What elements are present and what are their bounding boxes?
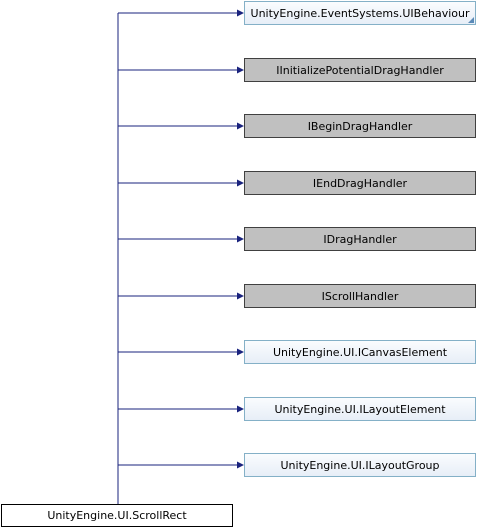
edge-arrowhead — [237, 179, 244, 187]
edge-arrowhead — [237, 9, 244, 17]
edge-arrowhead — [237, 66, 244, 74]
edge-arrowhead — [237, 405, 244, 413]
base-class-label: IBeginDragHandler — [307, 119, 413, 133]
base-class-node[interactable]: UnityEngine.UI.ILayoutGroup — [244, 453, 476, 477]
base-class-label: UnityEngine.EventSystems.UIBehaviour — [250, 6, 470, 20]
edge-arrowhead — [237, 461, 244, 469]
base-class-node[interactable]: UnityEngine.EventSystems.UIBehaviour — [244, 1, 476, 25]
base-class-label: IDragHandler — [323, 232, 397, 246]
base-class-label: UnityEngine.UI.ILayoutGroup — [280, 458, 440, 472]
base-class-node[interactable]: UnityEngine.UI.ICanvasElement — [244, 340, 476, 364]
base-class-node: IEndDragHandler — [244, 171, 476, 195]
edge-arrowhead — [237, 348, 244, 356]
base-class-label: IScrollHandler — [321, 289, 399, 303]
edge-arrowhead — [237, 235, 244, 243]
root-class-label: UnityEngine.UI.ScrollRect — [47, 509, 187, 522]
base-class-node: IBeginDragHandler — [244, 114, 476, 138]
base-class-node: IScrollHandler — [244, 284, 476, 308]
base-class-label: UnityEngine.UI.ILayoutElement — [274, 402, 446, 416]
base-class-label: IInitializePotentialDragHandler — [276, 63, 444, 77]
edge-arrowhead — [237, 122, 244, 130]
root-class-node[interactable]: UnityEngine.UI.ScrollRect — [1, 504, 233, 527]
base-class-node: IInitializePotentialDragHandler — [244, 58, 476, 82]
base-class-label: UnityEngine.UI.ICanvasElement — [272, 345, 448, 359]
expand-corner-icon[interactable] — [468, 17, 474, 23]
edge-arrowhead — [237, 292, 244, 300]
base-class-label: IEndDragHandler — [312, 176, 408, 190]
base-class-node[interactable]: UnityEngine.UI.ILayoutElement — [244, 397, 476, 421]
base-class-node: IDragHandler — [244, 227, 476, 251]
